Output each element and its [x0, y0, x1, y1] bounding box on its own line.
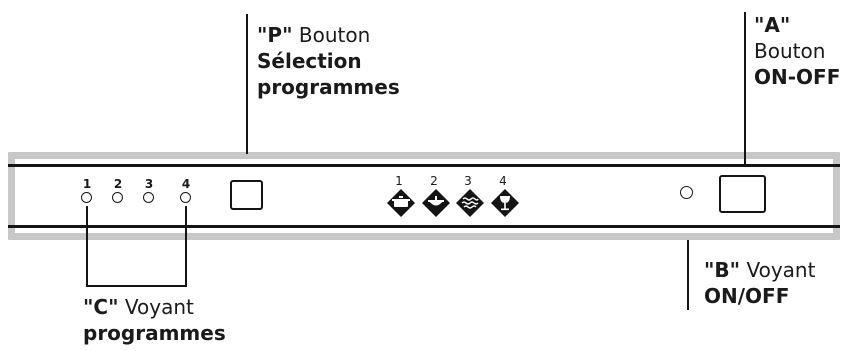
icon-number-4: 4 [499, 174, 507, 188]
callout-c: "C" Voyant programmes [83, 294, 226, 346]
callout-p-code: "P" [257, 23, 293, 47]
callout-a-line2: Bouton [754, 39, 826, 63]
led-number-3: 3 [144, 177, 154, 191]
led-number-4: 4 [181, 177, 191, 191]
led-number-2: 2 [113, 177, 123, 191]
callout-p-text: Bouton [292, 23, 371, 47]
icon-number-1: 1 [395, 174, 403, 188]
callout-b-code: "B" [704, 258, 741, 282]
program-led-1 [81, 192, 92, 203]
leader-line-c-left [86, 206, 88, 286]
callout-p-line3: programmes [257, 75, 400, 99]
on-off-led [680, 186, 693, 199]
callout-b: "B" Voyant ON/OFF [704, 257, 815, 309]
program-led-4 [180, 192, 191, 203]
callout-c-code: "C" [83, 295, 119, 319]
callout-b-line2: ON/OFF [704, 284, 790, 308]
pot-icon [387, 189, 415, 217]
on-off-button[interactable] [719, 175, 766, 213]
callout-p-line2: Sélection [257, 49, 362, 73]
callout-a-line3: ON-OFF [754, 65, 841, 89]
callout-a: "A" Bouton ON-OFF [754, 12, 840, 90]
icon-number-3: 3 [464, 174, 472, 188]
callout-a-code: "A" [754, 13, 791, 37]
program-led-3 [143, 192, 154, 203]
panel-top-rule [8, 164, 840, 167]
callout-c-text: Voyant [118, 295, 194, 319]
callout-b-text: Voyant [740, 258, 816, 282]
icon-number-2: 2 [430, 174, 438, 188]
leader-line-p [246, 14, 248, 154]
panel-bottom-rule [8, 225, 840, 228]
glass-waves-icon [456, 189, 484, 217]
leader-line-c-bottom [86, 285, 187, 287]
program-select-button[interactable] [230, 180, 263, 210]
callout-p: "P" Bouton Sélection programmes [257, 22, 400, 100]
program-led-2 [112, 192, 123, 203]
led-number-1: 1 [82, 177, 92, 191]
callout-c-line2: programmes [83, 321, 226, 345]
wine-glass-icon [491, 189, 519, 217]
leader-line-a [744, 12, 746, 164]
leader-line-b [687, 240, 689, 310]
pan-icon [422, 189, 450, 217]
leader-line-c-right [185, 206, 187, 286]
